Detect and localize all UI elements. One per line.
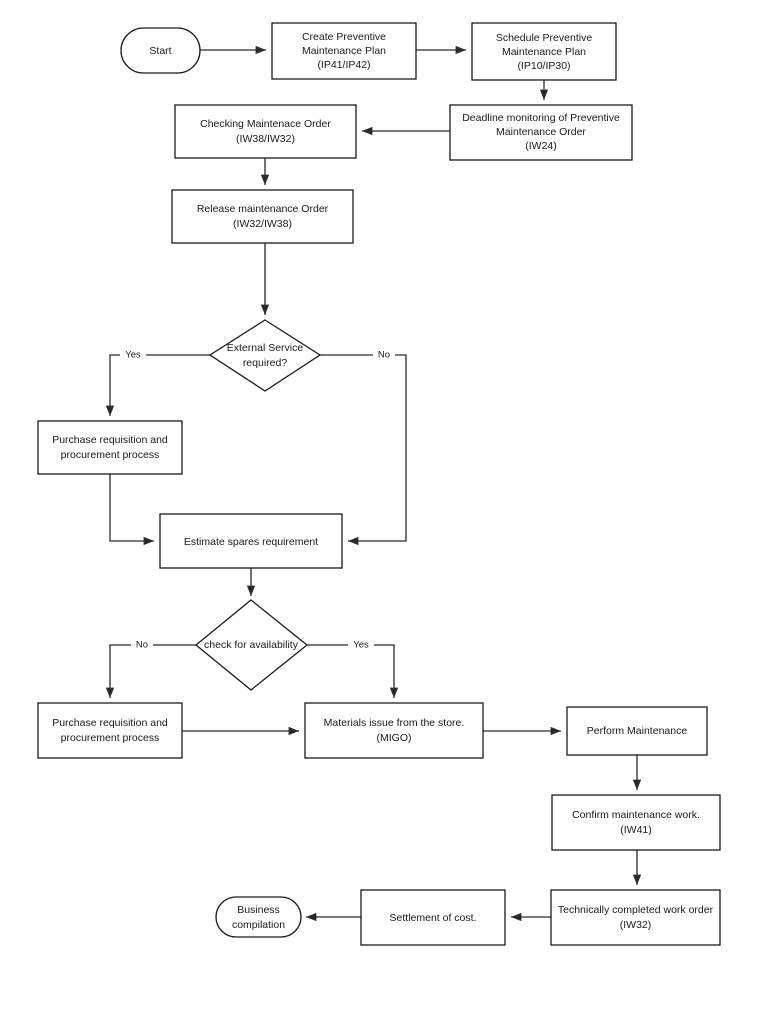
deadline-monitoring-line-1: Deadline monitoring of Preventive [462, 112, 620, 124]
purchase-requisition-top-line-1: Purchase requisition and [52, 434, 168, 446]
confirm-work-shape[interactable] [551, 794, 721, 851]
estimate-spares-shape[interactable] [159, 513, 343, 569]
release-order-line-2: (IW32/IW38) [233, 218, 292, 230]
node-checking-order[interactable]: Checking Maintenace Order (IW38/IW32) [174, 104, 357, 159]
estimate-spares-label: Estimate spares requirement [184, 536, 318, 548]
confirm-work-line-1: Confirm maintenance work. [572, 809, 700, 821]
create-plan-line-2: Maintenance Plan [302, 45, 386, 57]
node-purchase-requisition-bottom[interactable]: Purchase requisition and procurement pro… [37, 702, 183, 759]
edge-label-availability-no-bg [131, 638, 153, 651]
release-order-shape[interactable] [171, 189, 354, 244]
technically-completed-line-1: Technically completed work order [558, 904, 714, 916]
schedule-plan-line-2: Maintenance Plan [502, 46, 586, 58]
node-estimate-spares[interactable]: Estimate spares requirement [159, 513, 343, 569]
edge-label-availability-no: No [136, 640, 148, 651]
node-confirm-work[interactable]: Confirm maintenance work. (IW41) [551, 794, 721, 851]
create-plan-line-1: Create Preventive [302, 31, 386, 43]
business-compilation-line-1: Business [237, 904, 280, 916]
edge-label-external-yes-bg [120, 348, 146, 361]
edge-purchase-to-estimate [109, 474, 154, 546]
deadline-monitoring-shape[interactable] [449, 104, 633, 161]
check-availability-label: check for availability [204, 639, 299, 651]
materials-issue-line-2: (MIGO) [377, 732, 412, 744]
schedule-plan-line-3: (IP10/IP30) [517, 60, 570, 72]
edge-label-external-no-bg [373, 348, 395, 361]
node-deadline-monitoring[interactable]: Deadline monitoring of Preventive Mainte… [449, 104, 633, 161]
checking-order-line-2: (IW38/IW32) [236, 133, 295, 145]
purchase-requisition-top-line-2: procurement process [61, 449, 160, 461]
checking-order-line-1: Checking Maintenace Order [200, 118, 331, 130]
node-schedule-plan[interactable]: Schedule Preventive Maintenance Plan (IP… [471, 22, 617, 81]
settlement-of-cost-shape[interactable] [360, 889, 506, 946]
node-materials-issue[interactable]: Materials issue from the store. (MIGO) [304, 702, 484, 759]
node-check-availability-decision[interactable]: check for availability [194, 599, 309, 691]
node-business-compilation[interactable]: Business compilation [215, 896, 302, 938]
node-external-service-decision[interactable]: External Service required? [208, 319, 322, 392]
business-compilation-line-2: compilation [232, 919, 285, 931]
node-settlement-of-cost[interactable]: Settlement of cost. [360, 889, 506, 946]
purchase-requisition-top-shape[interactable] [37, 420, 183, 475]
purchase-requisition-bottom-shape[interactable] [37, 702, 183, 759]
technically-completed-line-2: (IW32) [620, 919, 652, 931]
node-perform-maintenance[interactable]: Perform Maintenance [566, 706, 708, 756]
external-service-line-2: required? [243, 357, 288, 369]
start-label: Start [149, 45, 171, 57]
business-compilation-shape[interactable] [215, 896, 302, 938]
settlement-of-cost-label: Settlement of cost. [390, 912, 477, 924]
start-terminator-shape[interactable] [120, 27, 201, 74]
schedule-plan-shape[interactable] [471, 22, 617, 81]
purchase-requisition-bottom-line-2: procurement process [61, 732, 160, 744]
node-start[interactable]: Start [120, 27, 201, 74]
node-purchase-requisition-top[interactable]: Purchase requisition and procurement pro… [37, 420, 183, 475]
check-availability-decision-shape[interactable] [194, 599, 309, 691]
materials-issue-line-1: Materials issue from the store. [324, 717, 465, 729]
external-service-decision-shape[interactable] [208, 319, 322, 392]
edge-availability-yes-to-materials [307, 644, 399, 698]
purchase-requisition-bottom-line-1: Purchase requisition and [52, 717, 168, 729]
deadline-monitoring-line-3: (IW24) [525, 140, 557, 152]
perform-maintenance-shape[interactable] [566, 706, 708, 756]
perform-maintenance-label: Perform Maintenance [587, 725, 688, 737]
external-service-line-1: External Service [227, 342, 304, 354]
edge-label-availability-yes-bg [348, 638, 374, 651]
materials-issue-shape[interactable] [304, 702, 484, 759]
edge-external-no-to-estimate [320, 354, 407, 546]
confirm-work-line-2: (IW41) [620, 824, 652, 836]
release-order-line-1: Release maintenance Order [197, 203, 329, 215]
node-create-plan[interactable]: Create Preventive Maintenance Plan (IP41… [271, 22, 417, 80]
edge-labels: Yes No No Yes [120, 348, 395, 651]
create-plan-line-3: (IP41/IP42) [317, 59, 370, 71]
checking-order-shape[interactable] [174, 104, 357, 159]
edge-label-availability-yes: Yes [353, 640, 369, 651]
schedule-plan-line-1: Schedule Preventive [496, 32, 592, 44]
deadline-monitoring-line-2: Maintenance Order [496, 126, 586, 138]
node-technically-completed[interactable]: Technically completed work order (IW32) [550, 889, 721, 946]
edge-availability-no-to-purchase [105, 644, 196, 698]
connectors [105, 45, 642, 922]
technically-completed-shape[interactable] [550, 889, 721, 946]
edge-external-yes-to-purchase [105, 354, 210, 416]
edge-label-external-yes: Yes [125, 350, 141, 361]
create-plan-shape[interactable] [271, 22, 417, 80]
edge-label-external-no: No [378, 350, 390, 361]
node-release-order[interactable]: Release maintenance Order (IW32/IW38) [171, 189, 354, 244]
